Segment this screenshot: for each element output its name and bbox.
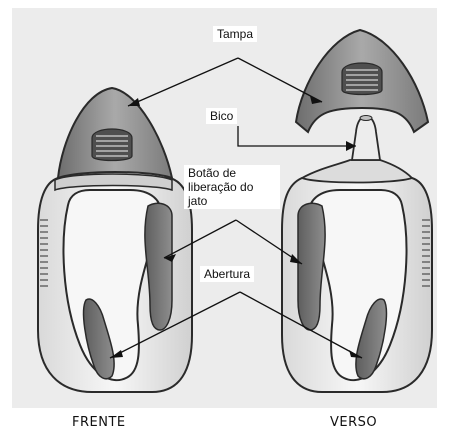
- label-opening: Abertura: [200, 266, 254, 282]
- label-release-button: Botão de liberação do jato: [184, 165, 280, 209]
- caption-strip: [0, 408, 449, 445]
- detached-cap-vent: [342, 63, 382, 95]
- nozzle-tip: [360, 116, 372, 121]
- front-cap-vent: [92, 129, 132, 161]
- caption-front: FRENTE: [72, 415, 126, 430]
- label-cap: Tampa: [213, 26, 257, 42]
- caption-back: VERSO: [330, 415, 377, 430]
- label-tip: Bico: [206, 108, 237, 124]
